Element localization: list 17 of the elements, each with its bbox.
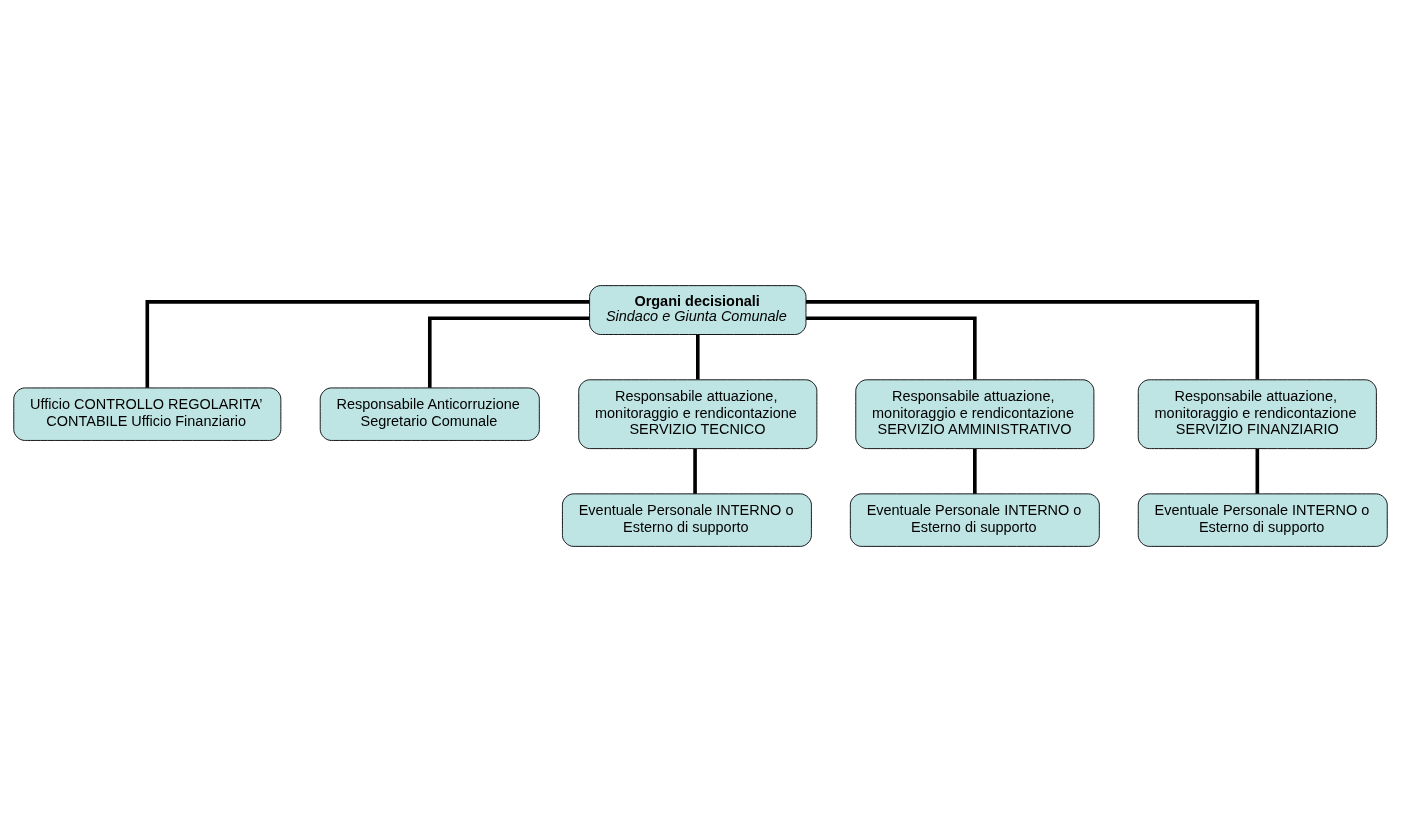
connector: [145, 300, 590, 388]
connector: [695, 334, 700, 380]
connector: [806, 300, 1260, 380]
connector: [1255, 448, 1260, 494]
node-box: Eventuale Personale INTERNO o Esterno di supporto: [849, 493, 1100, 547]
node-box: Ufficio CONTROLLO REGOLARITA’ CONTABILE Ufficio Finanziario: [13, 387, 282, 441]
connector: [427, 316, 590, 388]
node-box: Responsabile attuazione, monitoraggio e rendicontazione SERVIZIO TECNICO: [578, 379, 818, 450]
connector: [973, 448, 977, 494]
node-box: Responsabile Anticorruzione Segretario Comunale: [319, 387, 540, 441]
node-box: Eventuale Personale INTERNO o Esterno di supporto: [1137, 493, 1388, 547]
connector: [693, 448, 697, 494]
node-box: Responsabile attuazione, monitoraggio e rendicontazione SERVIZIO AMMINISTRATIVO: [855, 379, 1095, 450]
node-box: Responsabile attuazione, monitoraggio e rendicontazione SERVIZIO FINANZIARIO: [1137, 379, 1377, 450]
node-box: Eventuale Personale INTERNO o Esterno di supporto: [561, 493, 812, 547]
node-box: Organi decisionali Sindaco e Giunta Comunale: [589, 285, 807, 335]
connector: [806, 316, 977, 380]
